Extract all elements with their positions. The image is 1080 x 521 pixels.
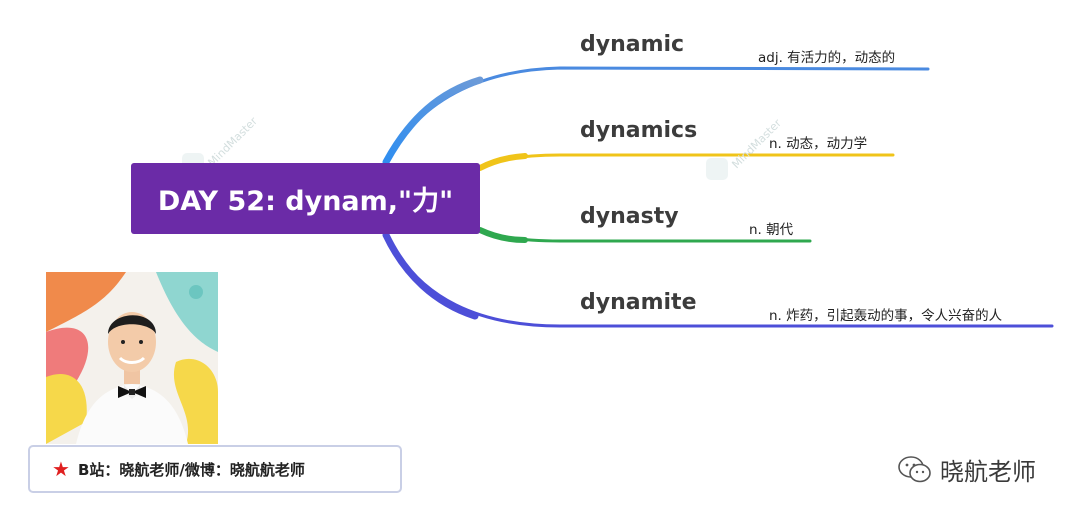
branch-definition-dynamic[interactable]: adj. 有活力的，动态的 bbox=[758, 50, 896, 66]
social-caption: ★ B站：晓航老师/微博：晓航航老师 bbox=[28, 445, 402, 493]
teacher-photo bbox=[46, 272, 218, 444]
branch-curve-dynamic-thick bbox=[382, 76, 484, 166]
mindmaster-logo-icon bbox=[706, 158, 728, 180]
branch-curve-dynamite-thick bbox=[382, 231, 479, 320]
branch-curve-dynamics bbox=[478, 153, 895, 170]
branch-word-dynamite[interactable]: dynamite bbox=[580, 290, 697, 315]
branch-curve-dynasty-thick bbox=[477, 227, 528, 243]
central-topic[interactable]: DAY 52: dynam,"力" bbox=[131, 163, 480, 234]
branch-word-dynasty[interactable]: dynasty bbox=[580, 204, 679, 229]
teacher-illustration bbox=[46, 272, 218, 444]
caption-text: B站：晓航老师/微博：晓航航老师 bbox=[77, 460, 305, 479]
branch-definition-dynamite[interactable]: n. 炸药，引起轰动的事，令人兴奋的人 bbox=[769, 308, 1003, 324]
branch-word-dynamic[interactable]: dynamic bbox=[580, 32, 685, 57]
branch-definition-dynamics[interactable]: n. 动态，动力学 bbox=[769, 136, 868, 152]
star-icon: ★ bbox=[52, 457, 70, 481]
branch-word-dynamics[interactable]: dynamics bbox=[580, 118, 698, 143]
branch-definition-dynasty[interactable]: n. 朝代 bbox=[749, 222, 794, 238]
branch-curve-dynamics-thick bbox=[477, 153, 528, 171]
wechat-account-name: 晓航老师 bbox=[940, 458, 1036, 486]
wechat-account: 晓航老师 bbox=[898, 452, 1036, 487]
wechat-icon bbox=[898, 455, 931, 482]
